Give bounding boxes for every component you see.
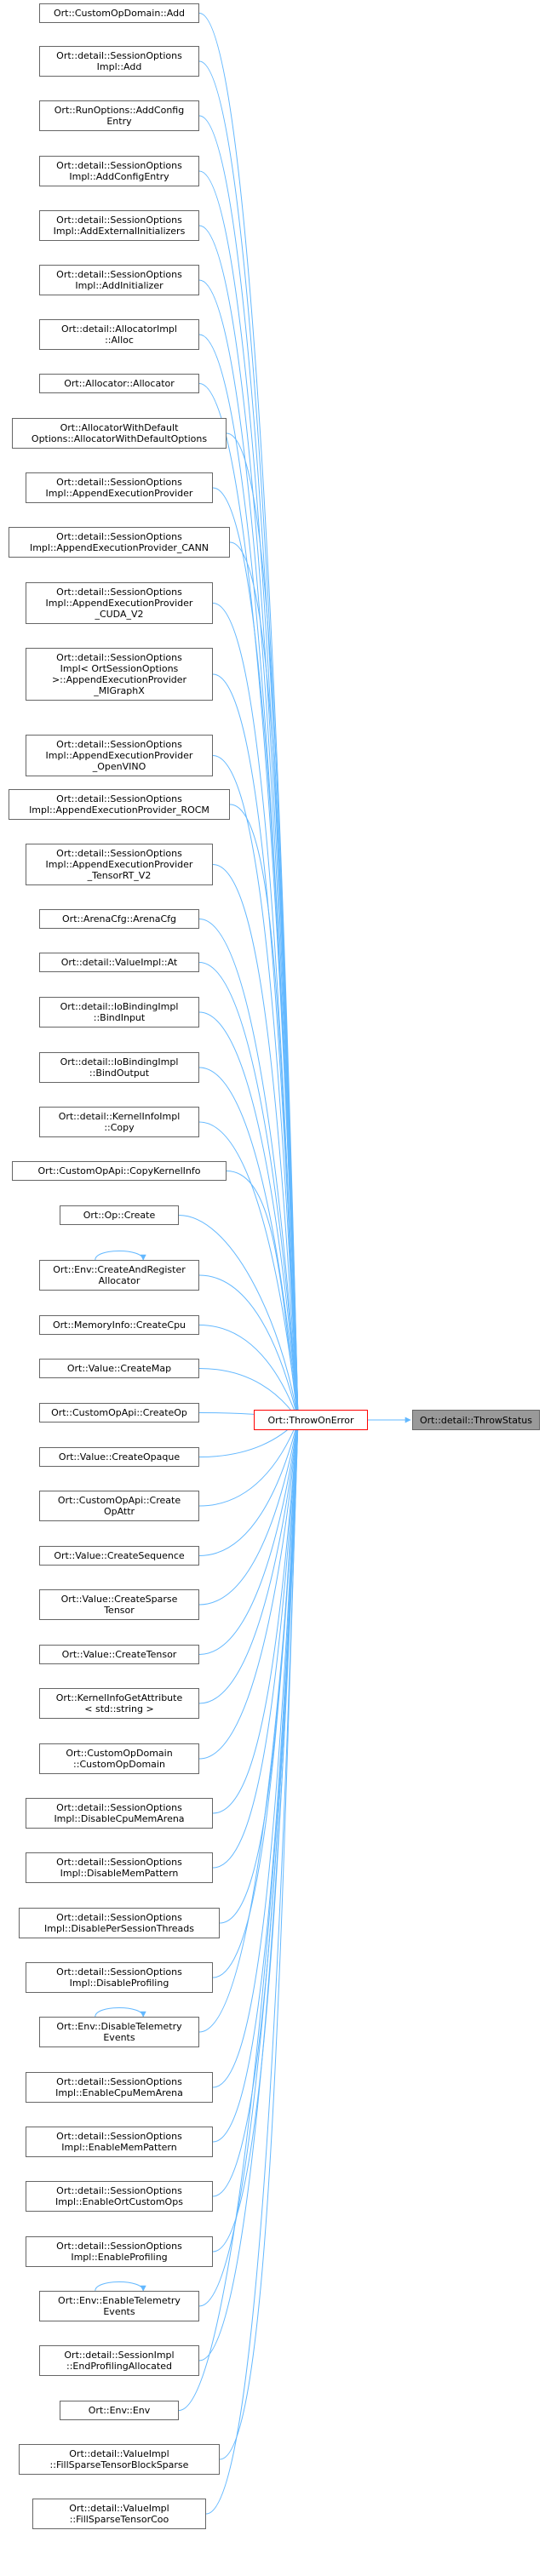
caller-node[interactable]: Ort::detail::SessionOptions Impl::Append… bbox=[26, 735, 213, 776]
caller-node[interactable]: Ort::detail::ValueImpl ::FillSparseTenso… bbox=[19, 2444, 220, 2475]
caller-node[interactable]: Ort::detail::SessionOptions Impl::Disabl… bbox=[26, 1852, 213, 1883]
caller-node[interactable]: Ort::detail::SessionOptions Impl::Enable… bbox=[26, 2181, 213, 2212]
caller-node[interactable]: Ort::MemoryInfo::CreateCpu bbox=[39, 1315, 199, 1335]
caller-node[interactable]: Ort::detail::SessionOptions Impl::Append… bbox=[26, 582, 213, 624]
edge-self-loop bbox=[95, 2007, 146, 2018]
caller-node[interactable]: Ort::detail::AllocatorImpl ::Alloc bbox=[39, 319, 199, 350]
edge-caller-to-center bbox=[212, 1419, 301, 2088]
caller-node[interactable]: Ort::detail::SessionOptions Impl::Enable… bbox=[26, 2072, 213, 2103]
caller-node[interactable]: Ort::Allocator::Allocator bbox=[39, 374, 199, 393]
edge-caller-to-center bbox=[198, 1419, 299, 1507]
edge-caller-to-center bbox=[226, 432, 301, 1421]
caller-node[interactable]: Ort::Value::CreateTensor bbox=[39, 1645, 199, 1664]
edge-caller-to-center bbox=[198, 1419, 301, 1704]
edge-caller-to-center bbox=[198, 1419, 301, 1606]
caller-node[interactable]: Ort::Env::EnableTelemetry Events bbox=[39, 2291, 199, 2321]
edge-caller-to-center bbox=[198, 1325, 300, 1421]
caller-node[interactable]: Ort::detail::SessionOptions Impl::Append… bbox=[9, 527, 230, 558]
caller-node[interactable]: Ort::detail::SessionOptions Impl< OrtSes… bbox=[26, 648, 213, 701]
edge-caller-to-center bbox=[198, 1011, 301, 1421]
edge-caller-to-center bbox=[205, 1419, 301, 2515]
caller-node[interactable]: Ort::CustomOpDomain ::CustomOpDomain bbox=[39, 1743, 199, 1774]
edge-caller-to-center bbox=[178, 1419, 301, 2411]
caller-node[interactable]: Ort::detail::SessionImpl ::EndProfilingA… bbox=[39, 2345, 199, 2376]
edge-caller-to-center bbox=[226, 1171, 301, 1421]
caller-node[interactable]: Ort::detail::ValueImpl::At bbox=[39, 953, 199, 972]
edge-caller-to-center bbox=[212, 487, 301, 1421]
edge-caller-to-center bbox=[212, 1419, 301, 2143]
edge-caller-to-center bbox=[198, 919, 301, 1421]
caller-node[interactable]: Ort::Op::Create bbox=[60, 1205, 179, 1225]
caller-node[interactable]: Ort::detail::SessionOptions Impl::Enable… bbox=[26, 2236, 213, 2267]
edge-caller-to-center bbox=[198, 1419, 301, 2361]
caller-node[interactable]: Ort::CustomOpApi::Create OpAttr bbox=[39, 1491, 199, 1521]
edge-caller-to-center bbox=[198, 1274, 300, 1421]
caller-node[interactable]: Ort::detail::KernelInfoImpl ::Copy bbox=[39, 1107, 199, 1137]
edge-caller-to-center bbox=[212, 1419, 301, 1869]
edge-self-loop bbox=[95, 2281, 146, 2292]
caller-node[interactable]: Ort::KernelInfoGetAttribute < std::strin… bbox=[39, 1688, 199, 1719]
caller-node[interactable]: Ort::CustomOpApi::CreateOp bbox=[39, 1403, 199, 1423]
caller-node[interactable]: Ort::RunOptions::AddConfig Entry bbox=[39, 100, 199, 131]
caller-node[interactable]: Ort::detail::SessionOptions Impl::Add bbox=[39, 46, 199, 77]
caller-node[interactable]: Ort::detail::SessionOptions Impl::AddCon… bbox=[39, 156, 199, 186]
edge-caller-to-center bbox=[212, 755, 301, 1421]
caller-node[interactable]: Ort::Env::Env bbox=[60, 2401, 179, 2420]
caller-node[interactable]: Ort::detail::SessionOptions Impl::Disabl… bbox=[26, 1962, 213, 1993]
edge-caller-to-center bbox=[198, 1419, 300, 1556]
caller-node[interactable]: Ort::detail::SessionOptions Impl::Append… bbox=[26, 844, 213, 885]
caller-node[interactable]: Ort::Value::CreateSequence bbox=[39, 1546, 199, 1566]
edge-caller-to-center bbox=[198, 1419, 301, 2033]
caller-node[interactable]: Ort::Value::CreateMap bbox=[39, 1359, 199, 1378]
caller-node[interactable]: Ort::detail::SessionOptions Impl::Append… bbox=[9, 789, 230, 820]
caller-node[interactable]: Ort::detail::ValueImpl ::FillSparseTenso… bbox=[32, 2499, 206, 2529]
edge-caller-to-center bbox=[212, 864, 301, 1421]
caller-node[interactable]: Ort::CustomOpDomain::Add bbox=[39, 3, 199, 23]
caller-node[interactable]: Ort::CustomOpApi::CopyKernelInfo bbox=[12, 1161, 227, 1181]
caller-node[interactable]: Ort::detail::SessionOptions Impl::AddIni… bbox=[39, 265, 199, 295]
edge-self-loop bbox=[95, 1251, 146, 1261]
edge-caller-to-center bbox=[219, 1419, 301, 2460]
caller-node[interactable]: Ort::Value::CreateSparse Tensor bbox=[39, 1589, 199, 1620]
caller-node[interactable]: Ort::detail::SessionOptions Impl::Enable… bbox=[26, 2127, 213, 2157]
edge-caller-to-center bbox=[198, 60, 301, 1421]
caller-node[interactable]: Ort::detail::SessionOptions Impl::Append… bbox=[26, 472, 213, 503]
edge-caller-to-center bbox=[198, 1419, 301, 1760]
caller-node[interactable]: Ort::detail::IoBindingImpl ::BindInput bbox=[39, 997, 199, 1028]
edge-caller-to-center bbox=[212, 1419, 301, 1814]
edge-caller-to-center bbox=[178, 1215, 301, 1421]
caller-node[interactable]: Ort::detail::SessionOptions Impl::AddExt… bbox=[39, 210, 199, 241]
edge-caller-to-center bbox=[229, 541, 301, 1421]
edge-caller-to-center bbox=[212, 603, 301, 1421]
caller-node[interactable]: Ort::Value::CreateOpaque bbox=[39, 1447, 199, 1467]
edge-caller-to-center bbox=[198, 13, 301, 1421]
caller-node[interactable]: Ort::detail::SessionOptions Impl::Disabl… bbox=[26, 1798, 213, 1829]
edge-caller-to-center bbox=[198, 1067, 301, 1421]
caller-node[interactable]: Ort::AllocatorWithDefault Options::Alloc… bbox=[12, 418, 227, 449]
node-callee[interactable]: Ort::detail::ThrowStatus bbox=[412, 1410, 540, 1430]
caller-node[interactable]: Ort::Env::CreateAndRegister Allocator bbox=[39, 1260, 199, 1291]
caller-node[interactable]: Ort::Env::DisableTelemetry Events bbox=[39, 2017, 199, 2047]
caller-node[interactable]: Ort::detail::SessionOptions Impl::Disabl… bbox=[19, 1908, 220, 1938]
caller-node[interactable]: Ort::detail::IoBindingImpl ::BindOutput bbox=[39, 1052, 199, 1083]
edge-caller-to-center bbox=[198, 1419, 301, 1655]
edge-caller-to-center bbox=[229, 804, 301, 1421]
edge-caller-to-center bbox=[198, 962, 301, 1421]
caller-node[interactable]: Ort::ArenaCfg::ArenaCfg bbox=[39, 909, 199, 929]
node-center[interactable]: Ort::ThrowOnError bbox=[254, 1410, 368, 1430]
